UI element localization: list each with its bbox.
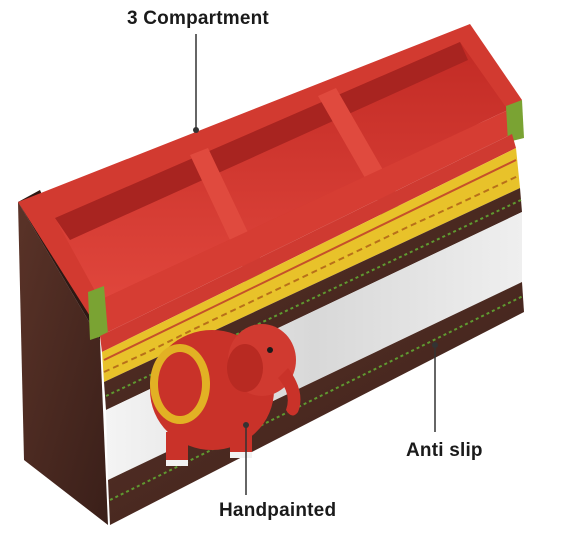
callout-compartment: 3 Compartment [127,8,269,29]
compartment-box [18,24,524,340]
callout-lines [193,34,438,495]
callout-anti-slip: Anti slip [406,440,483,461]
elephant-figure [150,324,301,466]
front-panel [100,134,524,525]
callout-handpainted: Handpainted [219,500,337,521]
